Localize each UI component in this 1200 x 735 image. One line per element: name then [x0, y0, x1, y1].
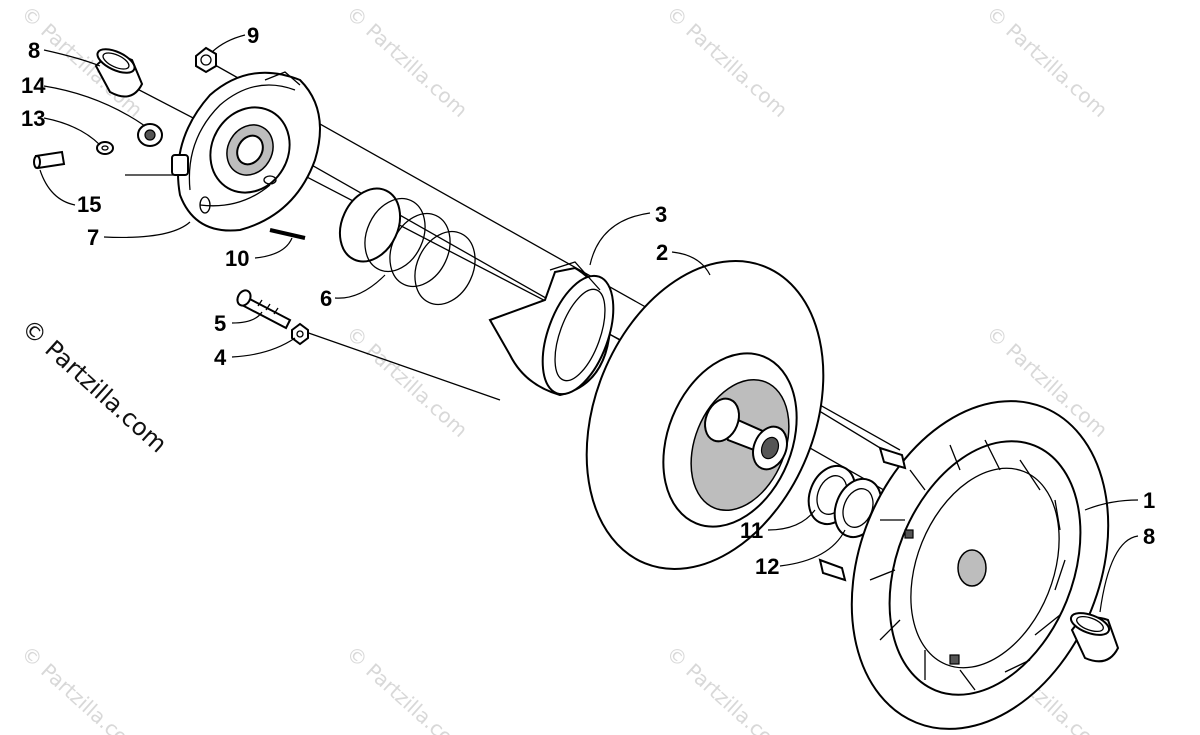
- part-4-nut: [291, 322, 309, 346]
- part-10-pin: [269, 228, 306, 240]
- callout-15: 15: [77, 192, 101, 217]
- callout-13: 13: [21, 106, 45, 131]
- callout-3: 3: [655, 202, 667, 227]
- part-15-pin: [33, 150, 66, 170]
- part-5-bolt: [236, 289, 292, 330]
- callout-4: 4: [214, 345, 227, 370]
- callout-2: 2: [656, 240, 668, 265]
- callout-6: 6: [320, 286, 332, 311]
- callout-10: 10: [225, 246, 249, 271]
- watermark-tile: © Partzilla.com: [662, 1, 793, 122]
- part-14-roller: [137, 123, 163, 147]
- part-2-moveable-sheave: [585, 260, 825, 570]
- callout-12: 12: [755, 554, 779, 579]
- part-13-washer: [96, 141, 114, 155]
- watermark-tile: © Partzilla.com: [17, 641, 148, 735]
- part-8-bushing-bottom: [1069, 612, 1120, 663]
- part-8-bushing-top: [94, 48, 144, 98]
- part-9-nut: [195, 46, 217, 74]
- part-6-spring: [338, 187, 476, 306]
- callout-5: 5: [214, 311, 226, 336]
- callout-labels: 8 9 14 13 15 7 10 6 5 4 3 2 1 8 11 12: [21, 23, 1155, 579]
- callout-8-top: 8: [28, 38, 40, 63]
- part-1-fixed-sheave: [818, 400, 1110, 730]
- watermark-tile: © Partzilla.com: [662, 641, 793, 735]
- watermark-tile: © Partzilla.com: [342, 641, 473, 735]
- leader-lines: [39, 34, 1139, 613]
- callout-14: 14: [21, 73, 46, 98]
- part-3-cam: [488, 261, 615, 397]
- watermark-tile: © Partzilla.com: [342, 1, 473, 122]
- callout-8-bottom: 8: [1143, 524, 1155, 549]
- callout-7: 7: [87, 225, 99, 250]
- watermark-main: © Partzilla.com: [16, 314, 172, 459]
- part-7-cam-plate: [171, 71, 321, 232]
- callout-11: 11: [740, 518, 763, 543]
- watermark-tile: © Partzilla.com: [982, 1, 1113, 122]
- callout-1: 1: [1143, 488, 1155, 513]
- watermark-tile: © Partzilla.com: [342, 321, 473, 442]
- callout-9: 9: [247, 23, 259, 48]
